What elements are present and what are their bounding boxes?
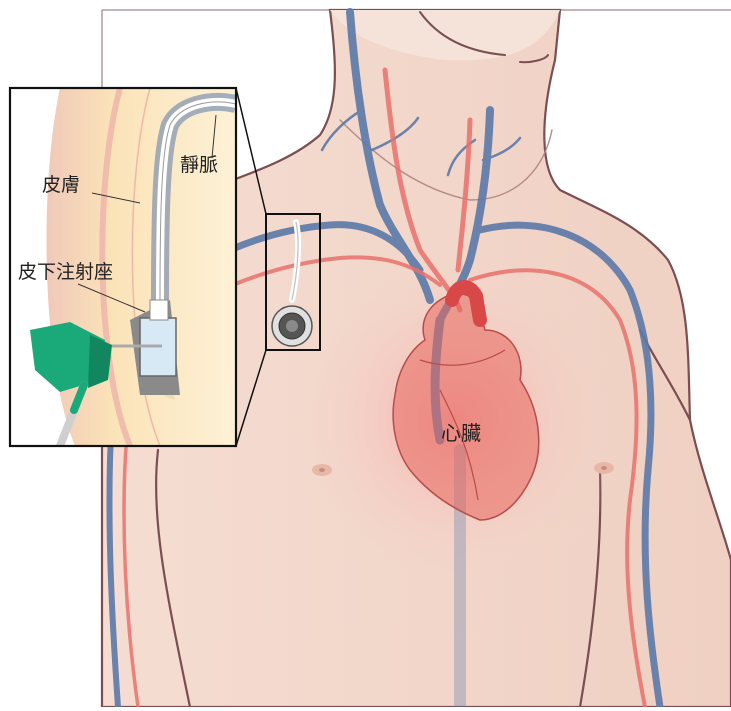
label-skin: 皮膚 [42, 176, 80, 195]
label-heart: 心臟 [441, 423, 481, 443]
label-port: 皮下注射座 [18, 263, 113, 282]
label-vein: 靜脈 [180, 156, 218, 175]
